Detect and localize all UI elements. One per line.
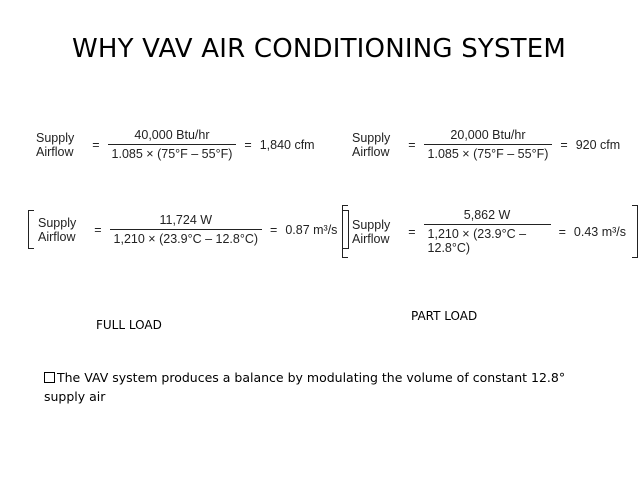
equals-sign: =: [560, 137, 568, 152]
part-load-label: PART LOAD: [411, 309, 478, 323]
lhs-top: Supply: [38, 215, 77, 230]
equals-sign: =: [408, 224, 416, 239]
left-bracket: [28, 210, 34, 249]
equation-lhs: Supply Airflow: [38, 216, 76, 244]
numerator: 5,862 W: [463, 208, 511, 222]
part-load-metric-equation: Supply Airflow = 5,862 W 1,210 × (23.9°C…: [342, 205, 638, 258]
numerator: 40,000 Btu/hr: [134, 128, 210, 142]
denominator: 1,210 × (23.9°C – 12.8°C): [423, 224, 551, 255]
lhs-bottom: Airflow: [352, 144, 390, 159]
lhs-bottom: Airflow: [352, 231, 390, 246]
denominator: 1.085 × (75°F – 55°F): [107, 144, 237, 161]
fraction: 20,000 Btu/hr 1.085 × (75°F – 55°F): [423, 128, 553, 161]
checkbox-bullet-icon: [44, 372, 55, 383]
lhs-top: Supply: [36, 130, 75, 145]
fraction: 11,724 W 1,210 × (23.9°C – 12.8°C): [109, 213, 263, 246]
equation-lhs: Supply Airflow: [36, 131, 74, 159]
equals-sign: =: [408, 137, 416, 152]
numerator: 11,724 W: [159, 213, 213, 227]
result: 920 cfm: [575, 137, 621, 152]
numerator: 20,000 Btu/hr: [450, 128, 526, 142]
full-load-metric-equation: Supply Airflow = 11,724 W 1,210 × (23.9°…: [28, 210, 350, 249]
bullet-point: The VAV system produces a balance by mod…: [44, 368, 584, 406]
fraction: 5,862 W 1,210 × (23.9°C – 12.8°C): [423, 208, 551, 255]
denominator: 1,210 × (23.9°C – 12.8°C): [109, 229, 263, 246]
full-load-label: FULL LOAD: [96, 318, 162, 332]
right-bracket: [632, 205, 638, 258]
equals-sign: =: [270, 222, 278, 237]
fraction: 40,000 Btu/hr 1.085 × (75°F – 55°F): [107, 128, 237, 161]
equals-sign: =: [92, 137, 100, 152]
lhs-bottom: Airflow: [36, 144, 74, 159]
left-bracket: [342, 205, 348, 258]
lhs-bottom: Airflow: [38, 229, 76, 244]
lhs-top: Supply: [352, 130, 391, 145]
part-load-imperial-equation: Supply Airflow = 20,000 Btu/hr 1.085 × (…: [352, 128, 620, 161]
equation-lhs: Supply Airflow: [352, 131, 390, 159]
denominator: 1.085 × (75°F – 55°F): [423, 144, 553, 161]
full-load-imperial-equation: Supply Airflow = 40,000 Btu/hr 1.085 × (…: [36, 128, 315, 161]
equation-lhs: Supply Airflow: [352, 218, 390, 246]
result: 1,840 cfm: [259, 137, 315, 152]
lhs-top: Supply: [352, 217, 391, 232]
result: 0.43 m³/s: [573, 224, 626, 239]
equals-sign: =: [558, 224, 566, 239]
result: 0.87 m³/s: [285, 222, 338, 237]
slide-title: WHY VAV AIR CONDITIONING SYSTEM: [71, 34, 567, 64]
equals-sign: =: [94, 222, 102, 237]
right-bracket: [343, 210, 350, 249]
equals-sign: =: [244, 137, 252, 152]
bullet-text: The VAV system produces a balance by mod…: [44, 370, 566, 404]
